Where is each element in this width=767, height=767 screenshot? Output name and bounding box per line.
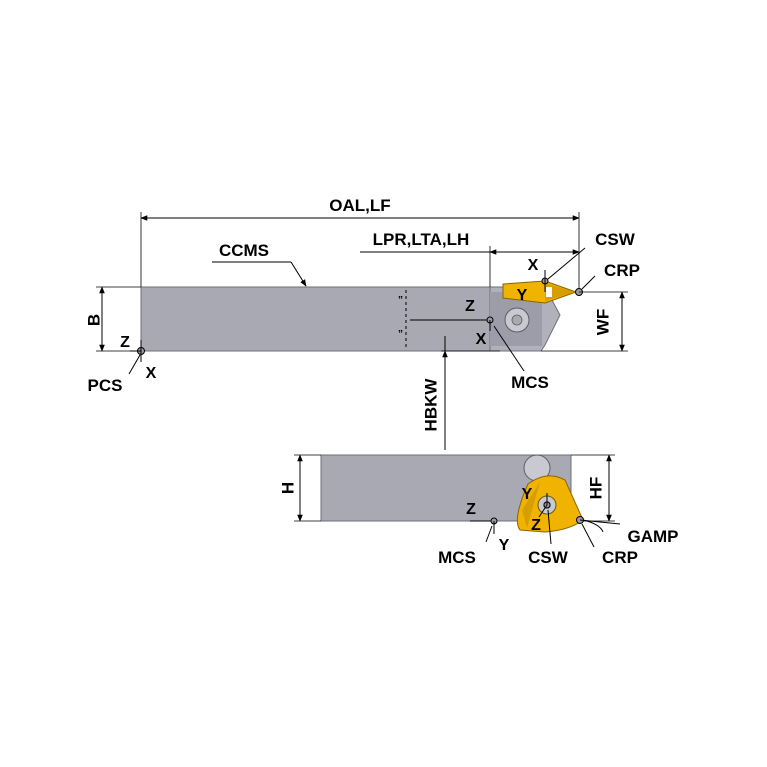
hbkw-label: HBKW: [421, 378, 440, 432]
top-mcs-x-label: X: [476, 331, 487, 348]
top-crp-label: CRP: [604, 261, 640, 280]
pcs-label: PCS: [88, 376, 123, 395]
side-mcs-label: MCS: [438, 548, 476, 567]
top-shank: [140, 286, 491, 352]
oal-lf-label: OAL,LF: [329, 196, 390, 215]
side-csw-z-label: Z: [531, 517, 541, 534]
lpr-lta-lh-label: LPR,LTA,LH: [373, 230, 470, 249]
pcs-z-axis-label: Z: [120, 334, 130, 351]
top-mcs-z-label: Z: [465, 298, 475, 315]
side-mcs-y-label: Y: [499, 537, 510, 554]
top-mcs-label: MCS: [511, 373, 549, 392]
wf-dimension-label: WF: [593, 309, 612, 335]
b-dimension-label: B: [84, 314, 103, 326]
side-view: H HF Z Y MCS Y Z CSW CRP GAMP: [278, 454, 679, 567]
top-csw-label: CSW: [595, 230, 636, 249]
side-mcs-z-label: Z: [466, 501, 476, 518]
side-csw-y-label: Y: [522, 486, 533, 503]
top-csw-y-label: Y: [517, 287, 528, 304]
h-dimension-label: H: [278, 482, 297, 494]
svg-text:”: ”: [398, 295, 403, 306]
pcs-x-axis-label: X: [146, 365, 157, 382]
top-insert: [502, 280, 578, 304]
ccms-label: CCMS: [219, 241, 269, 260]
gamp-label: GAMP: [628, 527, 679, 546]
top-view: OAL,LF LPR,LTA,LH CCMS B Z X PCS ” ” Z: [84, 196, 640, 450]
side-crp-label: CRP: [602, 548, 638, 567]
top-csw-x-label: X: [528, 257, 539, 274]
hf-dimension-label: HF: [586, 477, 605, 500]
svg-text:”: ”: [398, 329, 403, 340]
side-csw-label: CSW: [528, 548, 569, 567]
